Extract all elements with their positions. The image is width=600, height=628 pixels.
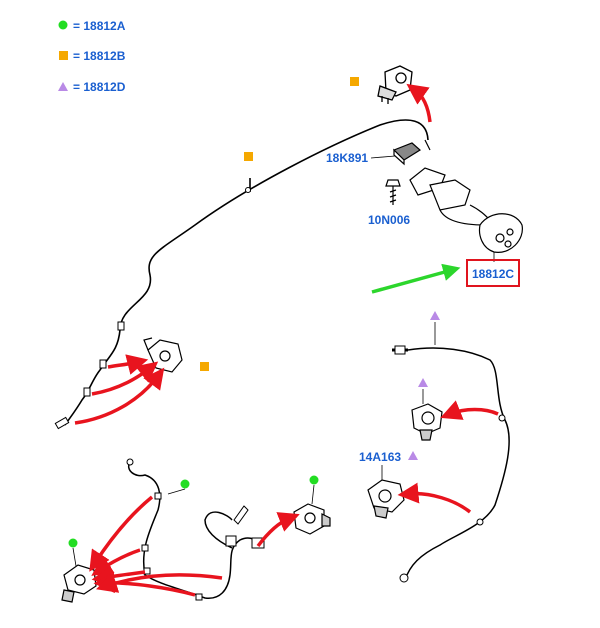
- clip-18k891: [392, 142, 422, 166]
- callout-18k891: 18K891: [326, 151, 368, 165]
- callout-10n006: 10N006: [368, 213, 410, 227]
- legend: = 18812A = 18812B = 18812D: [58, 19, 126, 94]
- connector-mid-18812b: [143, 337, 183, 373]
- square-marker-icon: [200, 362, 209, 371]
- legend-circle-icon: [58, 20, 68, 30]
- triangle-marker-icon: [408, 451, 418, 460]
- connector-left-18812a: [61, 564, 97, 603]
- legend-label-18812b: = 18812B: [73, 49, 126, 63]
- harness-18812d-clips: [399, 414, 506, 583]
- callout-18812c: 18812C: [472, 267, 514, 281]
- square-marker-icon: [350, 77, 359, 86]
- triangle-marker-icon: [430, 311, 440, 320]
- harness-clips: [54, 187, 251, 430]
- bolt-10n006: [385, 179, 401, 205]
- harness-18812d: [392, 345, 510, 581]
- red-arrows-bottom: [89, 495, 223, 597]
- sensor-14a163: [367, 479, 405, 519]
- red-arrows-mid: [74, 354, 165, 425]
- legend-triangle-icon: [58, 82, 68, 91]
- red-arrow-icon: [406, 83, 432, 123]
- connector-top-18812b: [377, 65, 413, 104]
- sensor-upper-18812d: [411, 403, 443, 441]
- square-marker-icon: [244, 152, 253, 161]
- harness-18812c: [409, 167, 523, 262]
- triangle-marker-icon: [418, 378, 428, 387]
- harness-18812b: [64, 119, 431, 426]
- circle-marker-icon: [309, 475, 319, 485]
- red-arrow-icon: [397, 482, 472, 514]
- connector-right-18812a: [293, 503, 331, 535]
- circle-marker-icon: [180, 479, 190, 489]
- legend-label-18812a: = 18812A: [73, 19, 126, 33]
- callout-14a163: 14A163: [359, 450, 401, 464]
- red-arrow-icon: [256, 512, 300, 548]
- legend-square-icon: [59, 51, 68, 60]
- legend-label-18812d: = 18812D: [73, 80, 126, 94]
- circle-marker-icon: [68, 538, 78, 548]
- highlight-box-18812c: [466, 259, 520, 287]
- harness-18812a-clips: [126, 458, 265, 601]
- red-arrow-icon: [440, 400, 499, 420]
- green-arrow-icon: [371, 263, 461, 294]
